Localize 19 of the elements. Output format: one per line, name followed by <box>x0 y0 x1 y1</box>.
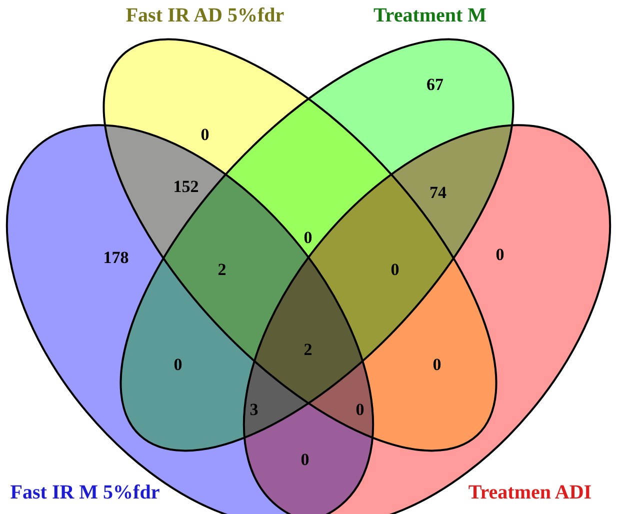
region-count: 0 <box>496 245 504 265</box>
region-count: 74 <box>430 183 446 203</box>
region-count: 2 <box>218 260 226 280</box>
region-count: 0 <box>390 260 400 280</box>
region-count: 178 <box>103 248 129 268</box>
region-count: 0 <box>200 125 210 145</box>
region-count: 0 <box>356 400 364 420</box>
set-label: Fast IR M 5%fdr <box>10 482 160 504</box>
region-count: 0 <box>432 355 442 375</box>
region-count: 0 <box>300 450 310 470</box>
set-label: Treatmen ADI <box>468 482 592 504</box>
region-count: 3 <box>250 400 258 420</box>
region-count: 0 <box>304 228 312 248</box>
region-count: 0 <box>174 355 182 375</box>
set-label: Treatment M <box>373 4 487 28</box>
region-count: 67 <box>426 75 444 95</box>
set-label: Fast IR AD 5%fdr <box>126 4 284 28</box>
region-count: 152 <box>173 177 199 197</box>
region-count: 2 <box>304 340 312 360</box>
